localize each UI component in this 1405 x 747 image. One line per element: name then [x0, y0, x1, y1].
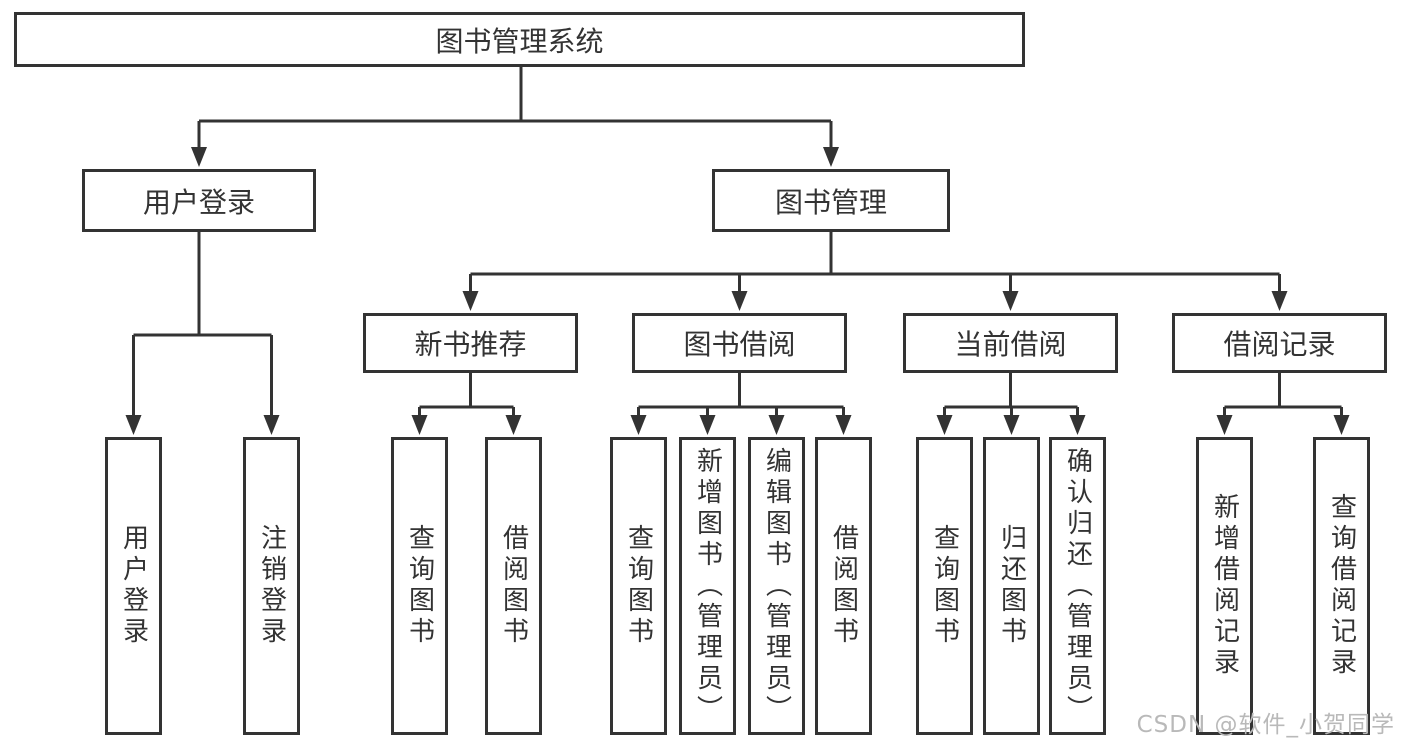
leaf-label: 用户登录: [118, 524, 149, 648]
node-label: 图书管理: [774, 185, 887, 219]
leaf-label: 新增借阅记录: [1209, 493, 1240, 679]
node-book-management: 图书管理: [712, 169, 950, 232]
leaf-add-book-admin: 新增图书（管理员）: [679, 437, 736, 735]
leaf-query-book-current: 查询图书: [916, 437, 973, 735]
leaf-label: 借阅图书: [828, 524, 859, 648]
leaf-edit-book-admin: 编辑图书（管理员）: [748, 437, 805, 735]
leaf-label: 查询借阅记录: [1326, 493, 1357, 679]
leaf-query-book-borrow: 查询图书: [610, 437, 667, 735]
leaf-query-borrow-record: 查询借阅记录: [1313, 437, 1370, 735]
node-label: 用户登录: [142, 185, 255, 219]
node-label: 图书管理系统: [435, 24, 604, 58]
node-label: 借阅记录: [1223, 328, 1336, 361]
leaf-query-book-recommend: 查询图书: [391, 437, 448, 735]
node-user-login: 用户登录: [82, 169, 316, 232]
node-new-book-recommend: 新书推荐: [363, 313, 578, 373]
leaf-confirm-return-admin: 确认归还（管理员）: [1049, 437, 1106, 735]
node-label: 新书推荐: [414, 328, 527, 361]
node-book-borrow: 图书借阅: [632, 313, 847, 373]
leaf-label: 查询图书: [929, 524, 960, 648]
node-library-management-system: 图书管理系统: [14, 12, 1025, 67]
leaf-label: 注销登录: [256, 524, 287, 648]
node-current-borrow: 当前借阅: [903, 313, 1118, 373]
node-label: 图书借阅: [683, 328, 796, 361]
leaf-add-borrow-record: 新增借阅记录: [1196, 437, 1253, 735]
leaf-user-login: 用户登录: [105, 437, 162, 735]
leaf-label: 新增图书（管理员）: [692, 446, 723, 726]
leaf-label: 查询图书: [404, 524, 435, 648]
leaf-logout: 注销登录: [243, 437, 300, 735]
leaf-return-book: 归还图书: [983, 437, 1040, 735]
leaf-label: 查询图书: [623, 524, 654, 648]
csdn-watermark: CSDN @软件_小贺同学: [1136, 712, 1395, 738]
leaf-label: 编辑图书（管理员）: [761, 446, 792, 726]
leaf-label: 归还图书: [996, 524, 1027, 648]
node-borrow-records: 借阅记录: [1172, 313, 1387, 373]
leaf-label: 借阅图书: [498, 524, 529, 648]
leaf-borrow-book-recommend: 借阅图书: [485, 437, 542, 735]
leaf-label: 确认归还（管理员）: [1062, 446, 1093, 726]
node-label: 当前借阅: [954, 328, 1067, 361]
leaf-borrow-book: 借阅图书: [815, 437, 872, 735]
